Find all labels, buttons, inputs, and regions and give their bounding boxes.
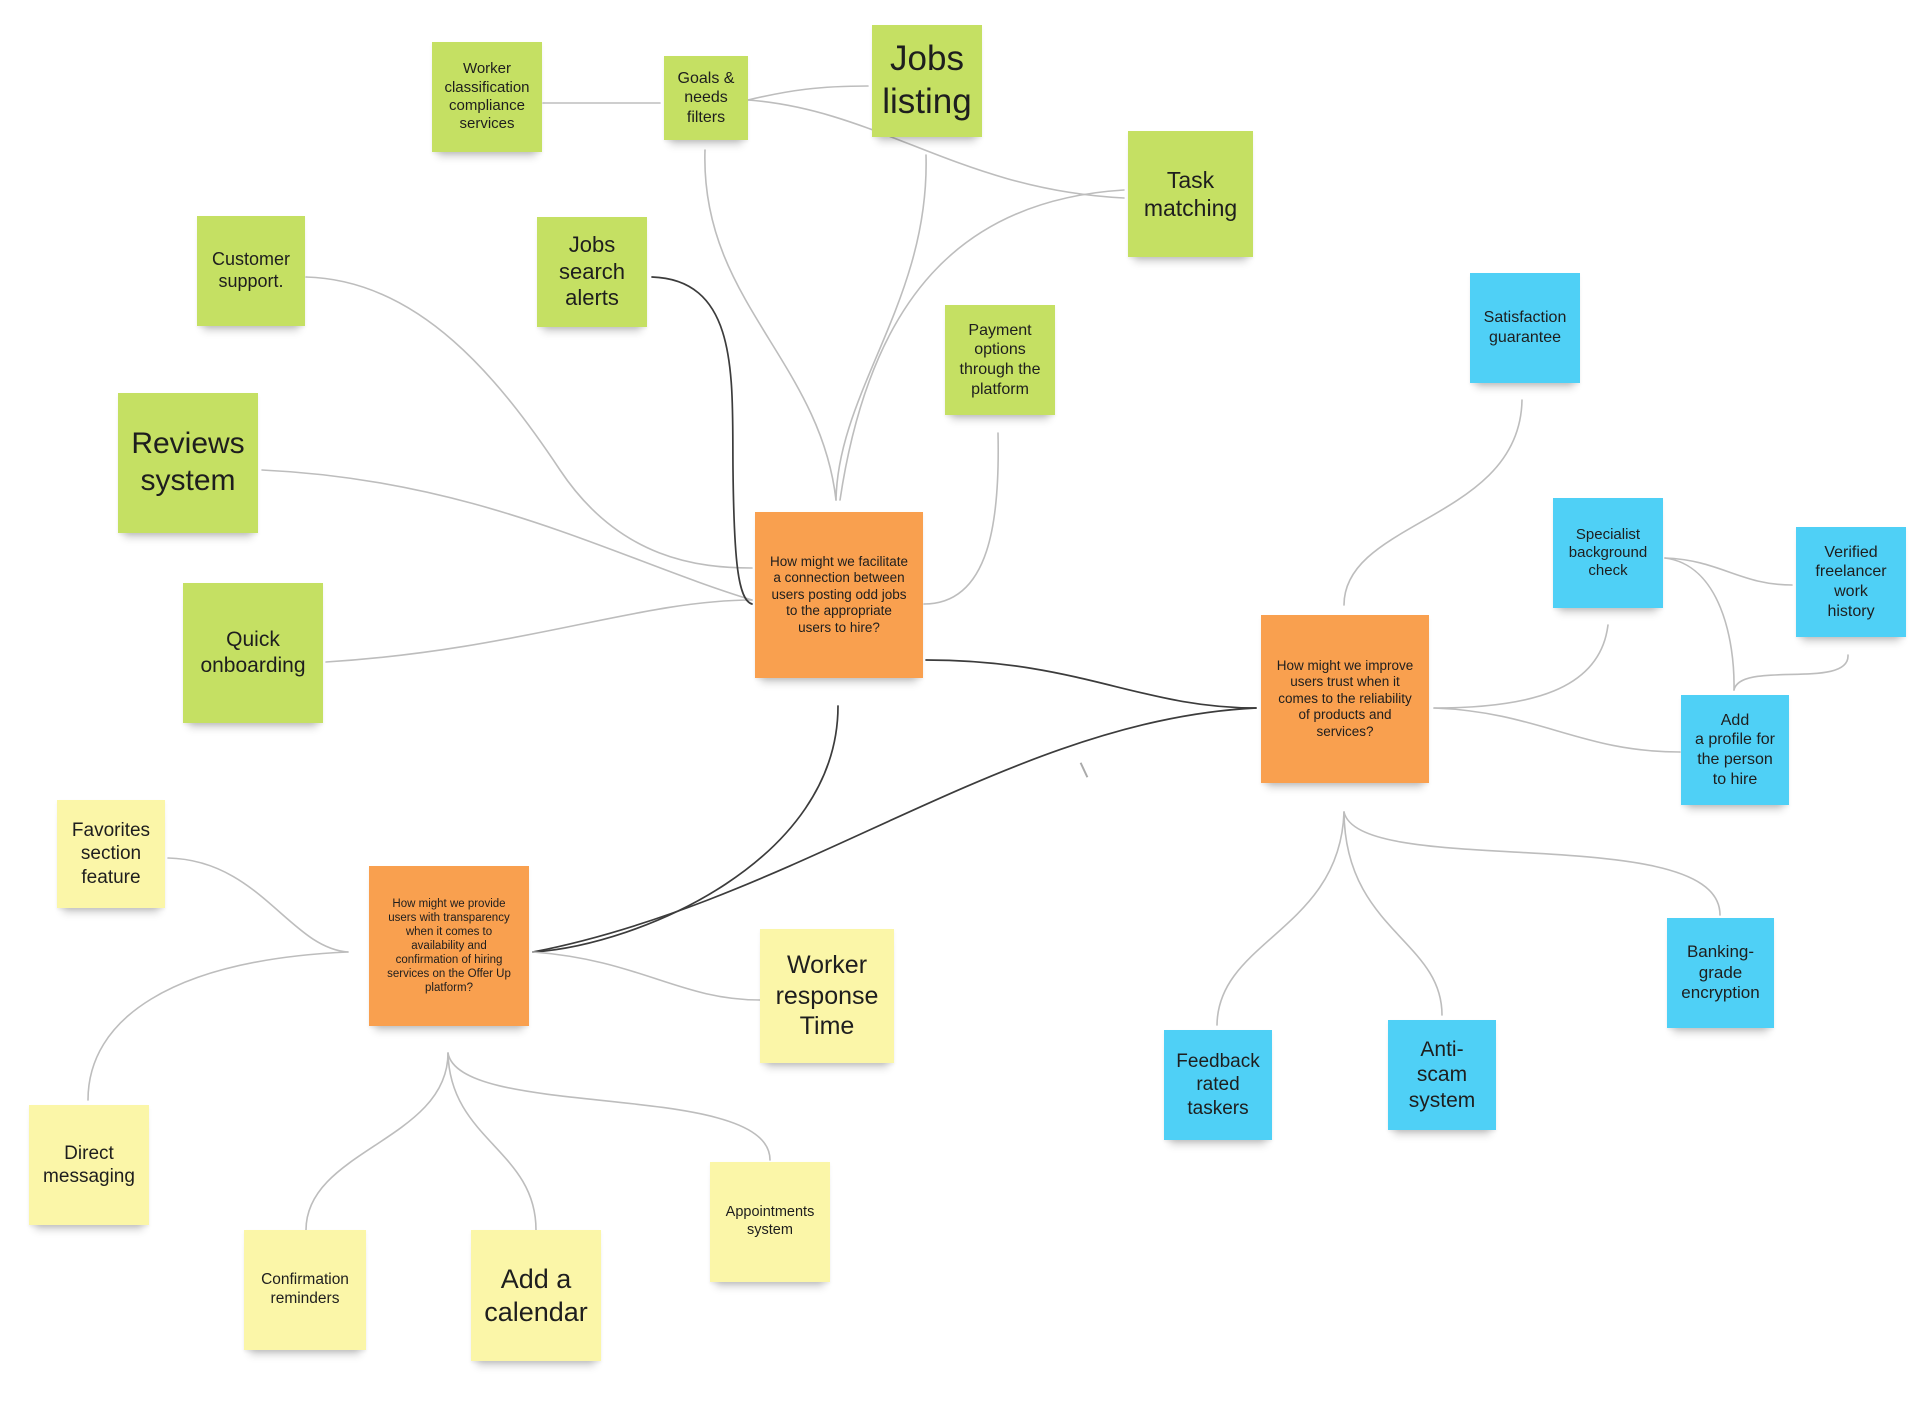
connector-favorites-section <box>167 857 349 953</box>
connector-feedback-rated <box>1216 811 1345 1026</box>
note-anti-scam-system[interactable]: Anti- scam system <box>1388 1020 1496 1130</box>
note-verified-freelancer-history[interactable]: Verified freelancer work history <box>1796 527 1906 637</box>
note-reviews-system[interactable]: Reviews system <box>118 393 258 533</box>
note-add-profile[interactable]: Add a profile for the person to hire <box>1681 695 1789 805</box>
connector-anti-scam <box>1343 811 1443 1016</box>
connector-hub1-hub3 <box>532 705 839 953</box>
connector-payment-options <box>923 432 1000 605</box>
connector-banking-encryption <box>1343 811 1721 916</box>
note-confirmation-reminders[interactable]: Confirmation reminders <box>244 1230 366 1350</box>
note-task-matching[interactable]: Task matching <box>1128 131 1253 257</box>
hub-connection-question[interactable]: How might we facilitate a connection bet… <box>755 512 923 678</box>
note-goals-needs-filters[interactable]: Goals & needs filters <box>664 56 748 140</box>
stray-mark <box>1079 762 1089 778</box>
connector-quick-onboarding <box>325 599 753 663</box>
connector-specialist-add-profile <box>1664 557 1735 691</box>
connector-goals-needs <box>704 149 837 501</box>
connector-hub2-hub3 <box>532 707 1257 953</box>
note-banking-encryption[interactable]: Banking- grade encryption <box>1667 918 1774 1028</box>
note-worker-response-time[interactable]: Worker response Time <box>760 929 894 1063</box>
note-payment-options[interactable]: Payment options through the platform <box>945 305 1055 415</box>
connector-appointments-system <box>447 1052 771 1161</box>
note-feedback-rated-taskers[interactable]: Feedback rated taskers <box>1164 1030 1272 1140</box>
note-customer-support[interactable]: Customer support. <box>197 216 305 326</box>
note-specialist-background-check[interactable]: Specialist background check <box>1553 498 1663 608</box>
connector-jobs-listing <box>835 154 927 501</box>
connector-hub1-hub2 <box>925 659 1257 709</box>
connector-customer-support <box>305 276 753 569</box>
connector-specialist-background <box>1433 624 1609 709</box>
note-jobs-listing[interactable]: Jobs listing <box>872 25 982 137</box>
connector-add-calendar <box>447 1052 537 1231</box>
connector-worker-response <box>532 951 761 1001</box>
note-favorites-section[interactable]: Favorites section feature <box>57 800 165 908</box>
connector-jobs-search-alerts <box>651 276 753 605</box>
note-quick-onboarding[interactable]: Quick onboarding <box>183 583 323 723</box>
connector-reviews-system <box>261 469 753 601</box>
hub-transparency-question[interactable]: How might we provide users with transpar… <box>369 866 529 1026</box>
note-direct-messaging[interactable]: Direct messaging <box>29 1105 149 1225</box>
note-appointments-system[interactable]: Appointments system <box>710 1162 830 1282</box>
connector-add-profile <box>1433 707 1681 753</box>
note-add-calendar[interactable]: Add a calendar <box>471 1230 601 1361</box>
connector-verified-add-profile <box>1733 654 1849 691</box>
hub-trust-question[interactable]: How might we improve users trust when it… <box>1261 615 1429 783</box>
connector-satisfaction-guarantee <box>1343 399 1523 606</box>
connector-specialist-verified <box>1664 557 1793 586</box>
connector-direct-messaging <box>87 951 349 1101</box>
note-satisfaction-guarantee[interactable]: Satisfaction guarantee <box>1470 273 1580 383</box>
note-jobs-search-alerts[interactable]: Jobs search alerts <box>537 217 647 327</box>
connector-goals-jobs-listing <box>747 85 869 101</box>
note-worker-classification[interactable]: Worker classification compliance service… <box>432 42 542 152</box>
connector-confirmation-reminders <box>305 1052 449 1231</box>
